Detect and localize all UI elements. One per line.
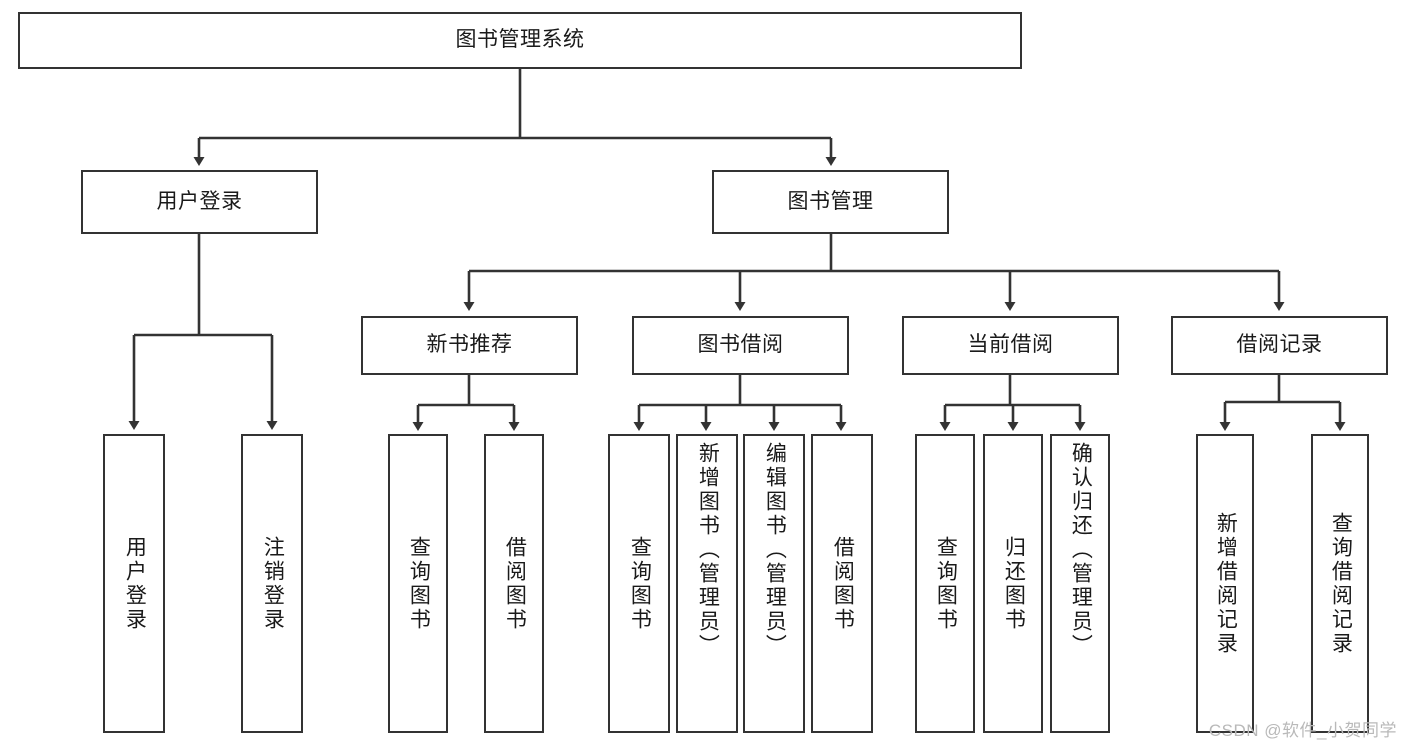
- node-leaf-borrow-book-2[interactable]: 借阅图书: [811, 434, 873, 733]
- node-leaf-edit-book-label: 编辑图书（管理员）: [763, 442, 787, 658]
- node-current-borrow[interactable]: 当前借阅: [902, 316, 1119, 375]
- node-leaf-add-record-label: 新增借阅记录: [1214, 511, 1238, 656]
- node-leaf-query-record[interactable]: 查询借阅记录: [1311, 434, 1369, 733]
- node-new-book-recommend[interactable]: 新书推荐: [361, 316, 578, 375]
- node-user-login[interactable]: 用户登录: [81, 170, 318, 234]
- node-leaf-query-book-1-label: 查询图书: [407, 535, 431, 632]
- node-leaf-confirm-return-label: 确认归还（管理员）: [1069, 442, 1093, 658]
- node-leaf-user-login-label: 用户登录: [123, 535, 147, 632]
- node-leaf-edit-book[interactable]: 编辑图书（管理员）: [743, 434, 805, 733]
- node-leaf-query-book-2-label: 查询图书: [628, 535, 652, 632]
- node-book-management-label: 图书管理: [787, 189, 874, 213]
- node-leaf-logout-login-label: 注销登录: [261, 535, 285, 632]
- node-leaf-user-login[interactable]: 用户登录: [103, 434, 165, 733]
- node-book-borrow[interactable]: 图书借阅: [632, 316, 849, 375]
- node-book-borrow-label: 图书借阅: [697, 333, 784, 357]
- node-current-borrow-label: 当前借阅: [967, 333, 1054, 357]
- node-leaf-query-book-3-label: 查询图书: [934, 535, 958, 632]
- node-borrow-record[interactable]: 借阅记录: [1171, 316, 1388, 375]
- node-leaf-add-book-label: 新增图书（管理员）: [696, 442, 720, 658]
- node-book-management[interactable]: 图书管理: [712, 170, 949, 234]
- node-leaf-borrow-book-2-label: 借阅图书: [831, 535, 855, 632]
- node-new-book-recommend-label: 新书推荐: [426, 333, 513, 357]
- node-leaf-logout-login[interactable]: 注销登录: [241, 434, 303, 733]
- node-root-label: 图书管理系统: [455, 28, 585, 52]
- node-leaf-add-record[interactable]: 新增借阅记录: [1196, 434, 1254, 733]
- node-leaf-query-book-3[interactable]: 查询图书: [915, 434, 975, 733]
- node-root[interactable]: 图书管理系统: [18, 12, 1022, 69]
- node-leaf-return-book-label: 归还图书: [1002, 535, 1026, 632]
- node-leaf-borrow-book-1[interactable]: 借阅图书: [484, 434, 544, 733]
- node-borrow-record-label: 借阅记录: [1236, 333, 1323, 357]
- node-leaf-return-book[interactable]: 归还图书: [983, 434, 1043, 733]
- node-leaf-query-record-label: 查询借阅记录: [1329, 511, 1353, 656]
- node-user-login-label: 用户登录: [156, 189, 243, 213]
- watermark: CSDN @软件_小贺同学: [1208, 721, 1397, 740]
- node-leaf-add-book[interactable]: 新增图书（管理员）: [676, 434, 738, 733]
- node-leaf-confirm-return[interactable]: 确认归还（管理员）: [1050, 434, 1110, 733]
- node-leaf-query-book-1[interactable]: 查询图书: [388, 434, 448, 733]
- node-leaf-borrow-book-1-label: 借阅图书: [503, 535, 527, 632]
- node-leaf-query-book-2[interactable]: 查询图书: [608, 434, 670, 733]
